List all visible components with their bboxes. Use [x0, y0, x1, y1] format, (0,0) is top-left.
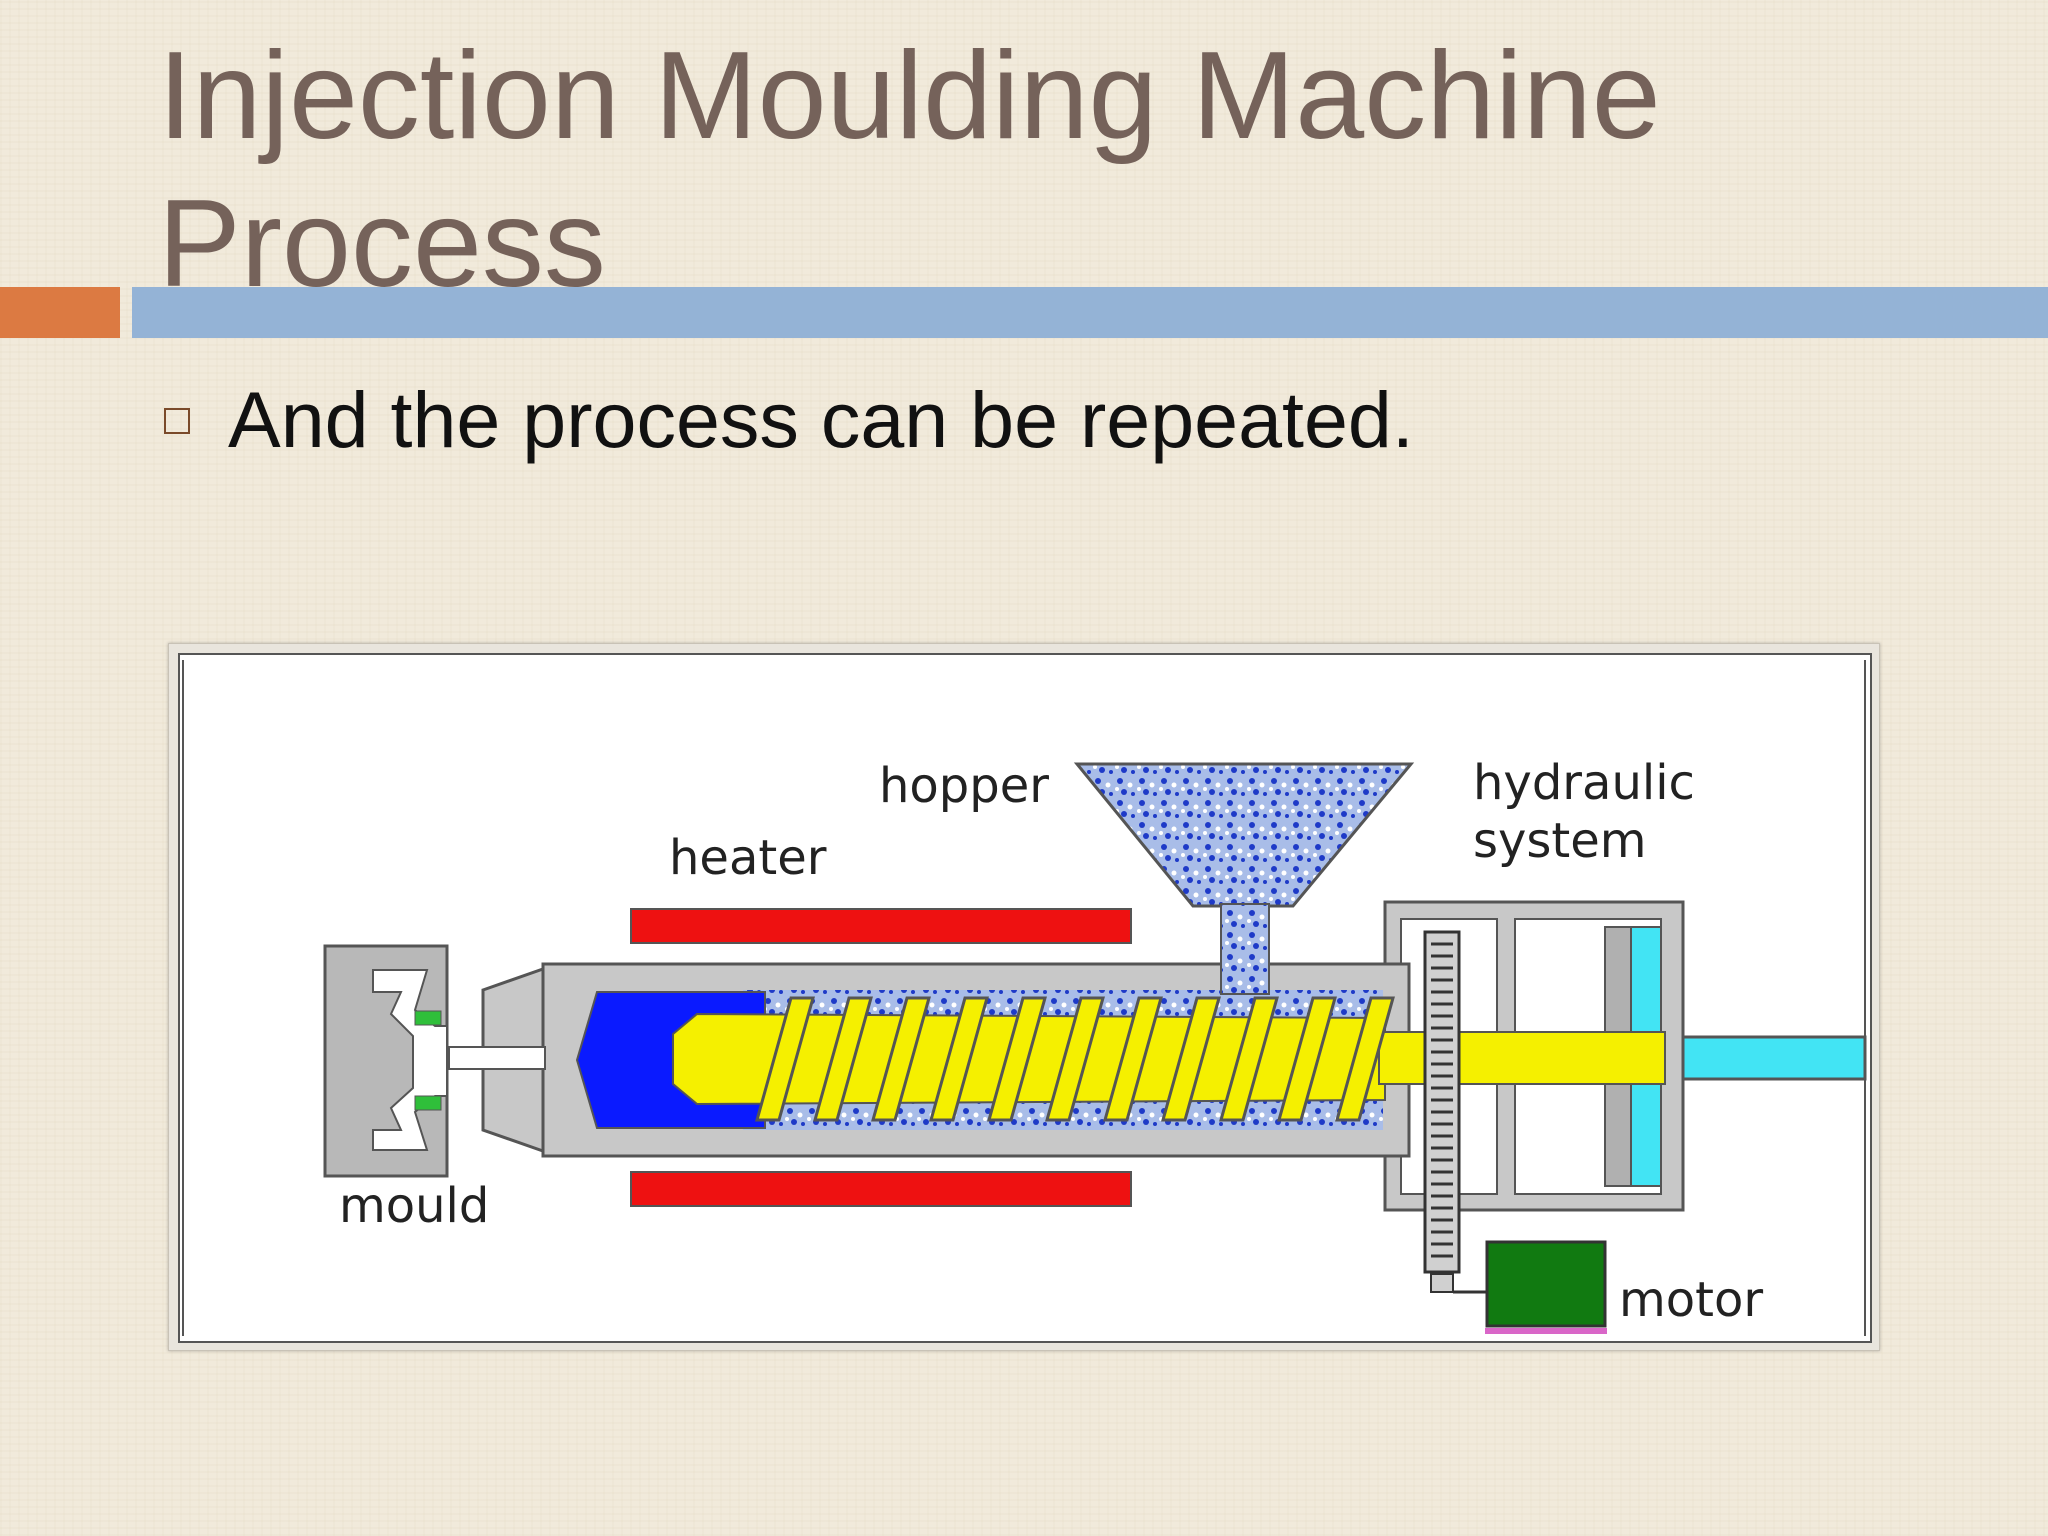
title-accent-bar-orange: [0, 287, 120, 338]
screw-flights: [755, 996, 1395, 1122]
hopper: [1073, 762, 1415, 908]
bullet-text: And the process can be repeated.: [228, 375, 1414, 464]
mould-insert-top: [414, 1010, 442, 1026]
label-hydraulic-line-1: hydraulic: [1473, 755, 1695, 811]
gear: [1423, 930, 1461, 1293]
screw-drive-shaft: [1378, 1031, 1666, 1085]
label-hopper: hopper: [879, 758, 1049, 814]
diagram-svg: hopper heater hydraulic system mould mot…: [178, 653, 1872, 1343]
label-mould: mould: [339, 1178, 489, 1234]
motor: [1485, 1240, 1607, 1328]
heater-top: [630, 908, 1132, 944]
injection-moulding-diagram: hopper heater hydraulic system mould mot…: [168, 643, 1880, 1351]
hopper-throat: [1220, 903, 1270, 995]
slide-title-line-1: Injection Moulding Machine: [158, 27, 1661, 165]
mould-insert-bottom: [414, 1095, 442, 1111]
heater-bottom: [630, 1171, 1132, 1207]
label-motor: motor: [1619, 1272, 1763, 1328]
slide-title: Injection Moulding Machine Process: [158, 22, 1958, 318]
title-accent-bar-blue: [132, 287, 2048, 338]
label-heater: heater: [669, 830, 827, 886]
bullet-square-icon: [164, 408, 190, 434]
label-hydraulic-line-2: system: [1473, 813, 1647, 869]
motor-base: [1485, 1328, 1607, 1334]
